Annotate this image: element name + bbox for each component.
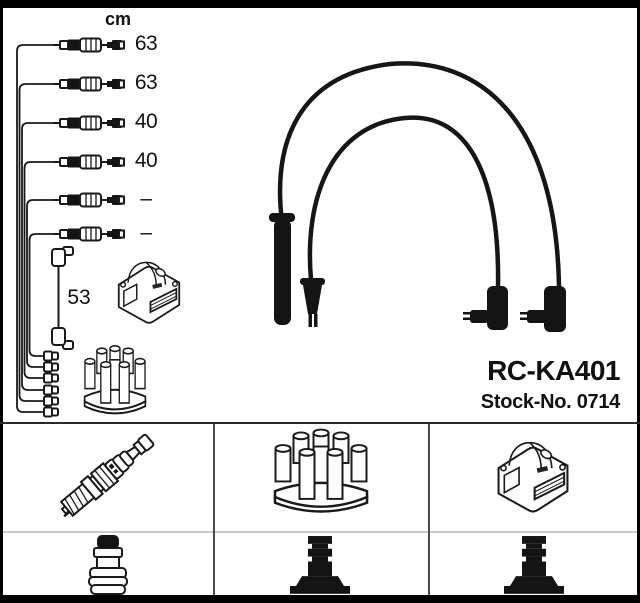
product-code: RC-KA401: [487, 355, 620, 386]
ignition-lead-wires: [269, 61, 566, 332]
unit-header: cm: [104, 9, 131, 29]
ignition-coil-icon: [497, 441, 569, 513]
coil-wire-drawing: [51, 246, 74, 350]
cable-length-label: 40: [134, 110, 158, 133]
wiring-diagram: [16, 37, 566, 418]
distributor-cap-icon: [273, 428, 369, 513]
harness-wire: [26, 199, 56, 368]
frame-bottom: [0, 595, 640, 603]
coil-tower-connector-icon: [290, 536, 350, 594]
cable-length-label: 63: [134, 32, 158, 55]
harness-wire: [21, 122, 56, 391]
plug-terminal-nut-icon: [88, 534, 128, 595]
frame-right: [637, 0, 640, 603]
cable-length-label: 63: [134, 71, 158, 94]
harness-wire: [16, 44, 56, 413]
harness-wire: [28, 233, 56, 357]
grid-col-divider: [428, 424, 430, 595]
cable-length-label: 40: [134, 149, 158, 172]
harness-wire: [18, 83, 56, 402]
cable-length-label: –: [140, 221, 152, 244]
grid-top-line: [0, 422, 640, 424]
parts-grid: [52, 428, 569, 595]
spark-plug-icon: [52, 429, 159, 524]
coil-tower-connector-icon: [504, 536, 564, 594]
grid-col-divider: [213, 424, 215, 595]
cable-length-label: –: [140, 187, 152, 210]
coil-wire-length-label: 53: [67, 286, 91, 309]
frame-top: [0, 0, 640, 8]
stock-number: Stock-No. 0714: [480, 391, 621, 413]
frame-left: [0, 0, 3, 603]
grid-row-divider: [3, 531, 637, 533]
harness-wire: [23, 161, 56, 379]
